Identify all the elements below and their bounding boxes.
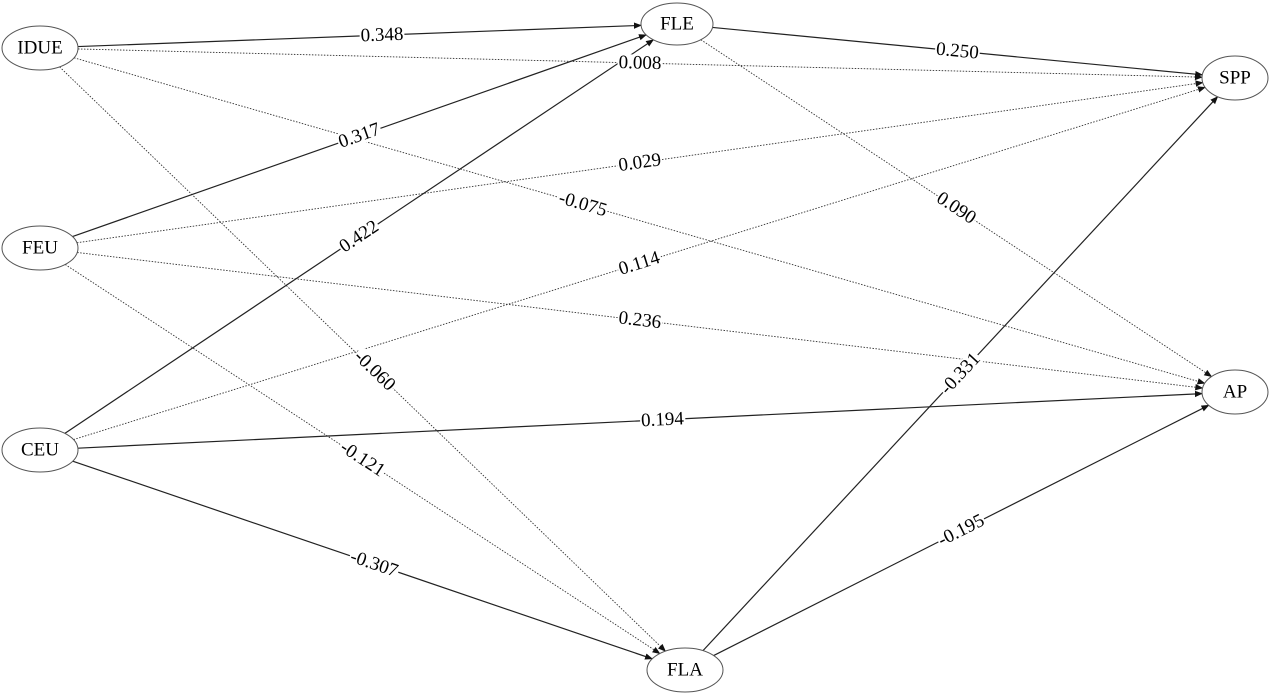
edge-coefficient-label: 0.250 bbox=[935, 39, 980, 64]
edge-coefficient-label: -0.060 bbox=[350, 346, 400, 395]
node-ellipse bbox=[1201, 55, 1269, 101]
edge-label-background bbox=[934, 40, 981, 62]
edge-label-background bbox=[359, 25, 405, 45]
edge-label-group-ceu-fle: 0.422 bbox=[335, 216, 383, 257]
edge-label-background bbox=[934, 511, 988, 550]
edge-label-background bbox=[335, 120, 384, 152]
edge-labels-layer: 0.348 0.008 -0.075 -0.060 0.317 0.029 0.236 -0.… bbox=[335, 24, 988, 582]
edge-label-group-ceu-spp: 0.114 bbox=[615, 247, 664, 280]
edge-coefficient-label: 0.194 bbox=[641, 408, 685, 431]
edge-coefficient-label: -0.195 bbox=[935, 510, 988, 551]
edge-label-group-feu-ap: 0.236 bbox=[616, 307, 664, 333]
node-idue: IDUE bbox=[1, 25, 79, 71]
edge-label-background bbox=[555, 189, 610, 220]
node-fla: FLA bbox=[646, 647, 724, 693]
edge-label-background bbox=[347, 547, 402, 581]
edge-coefficient-label: 0.317 bbox=[336, 119, 383, 153]
edge-label-background bbox=[617, 54, 663, 73]
node-ellipse bbox=[1, 427, 79, 473]
edge-label-group-ceu-ap: 0.194 bbox=[639, 408, 686, 431]
edge-feu-to-spp bbox=[76, 80, 1204, 244]
edge-label-group-idue-fle: 0.348 bbox=[359, 24, 405, 47]
edge-label-group-idue-spp: 0.008 bbox=[617, 52, 663, 74]
edge-ceu-to-spp bbox=[73, 86, 1206, 441]
edge-coefficient-label: 0.236 bbox=[617, 307, 662, 333]
edge-coefficient-label: -0.331 bbox=[936, 349, 985, 399]
edge-label-group-ceu-fla: -0.307 bbox=[347, 546, 402, 582]
edge-label-background bbox=[639, 410, 686, 430]
edge-label-background bbox=[335, 217, 383, 257]
node-ap: AP bbox=[1201, 369, 1269, 415]
edge-label-background bbox=[616, 309, 664, 332]
edge-label-group-feu-spp: 0.029 bbox=[616, 149, 664, 176]
node-label: SPP bbox=[1219, 68, 1251, 89]
edge-label-background bbox=[350, 346, 399, 395]
node-fle: FLE bbox=[640, 2, 714, 46]
edge-label-group-feu-fle: 0.317 bbox=[335, 119, 384, 153]
edge-label-background bbox=[616, 151, 664, 175]
edge-label-group-feu-fla: -0.121 bbox=[336, 437, 389, 481]
edge-label-group-idue-fla: -0.060 bbox=[350, 346, 400, 395]
edge-ceu-to-ap bbox=[77, 390, 1203, 449]
edge-label-group-fle-ap: 0.090 bbox=[932, 188, 980, 229]
edge-coefficient-label: 0.008 bbox=[618, 52, 661, 74]
node-feu: FEU bbox=[1, 225, 79, 271]
edge-coefficient-label: -0.121 bbox=[336, 437, 389, 481]
node-ceu: CEU bbox=[1, 427, 79, 473]
edge-label-background bbox=[336, 437, 389, 481]
node-ellipse bbox=[1201, 369, 1269, 415]
edge-label-group-fla-ap: -0.195 bbox=[934, 510, 988, 551]
edge-coefficient-label: 0.029 bbox=[617, 149, 662, 176]
node-spp: SPP bbox=[1201, 55, 1269, 101]
edge-coefficient-label: 0.114 bbox=[616, 247, 663, 280]
edge-coefficient-label: -0.075 bbox=[556, 187, 609, 221]
edge-coefficient-label: 0.348 bbox=[360, 24, 404, 47]
node-ellipse bbox=[1, 225, 79, 271]
edge-label-background bbox=[615, 248, 664, 279]
node-ellipse bbox=[640, 2, 714, 46]
node-ellipse bbox=[646, 647, 724, 693]
node-label: FLA bbox=[667, 660, 703, 681]
node-label: FLE bbox=[660, 14, 694, 35]
node-label: AP bbox=[1223, 382, 1247, 403]
edge-label-group-idue-ap: -0.075 bbox=[555, 187, 610, 221]
edge-idue-to-fle bbox=[77, 22, 642, 48]
edge-coefficient-label: -0.307 bbox=[347, 546, 400, 582]
edge-label-background bbox=[936, 349, 984, 399]
node-label: FEU bbox=[22, 238, 58, 259]
node-label: IDUE bbox=[17, 38, 62, 59]
node-label: CEU bbox=[21, 440, 59, 461]
edge-label-group-fla-spp: -0.331 bbox=[936, 349, 985, 399]
node-ellipse bbox=[1, 25, 79, 71]
edge-idue-to-ap bbox=[73, 57, 1206, 385]
edges-layer bbox=[59, 22, 1219, 660]
edge-label-background bbox=[932, 188, 980, 228]
edge-label-group-fle-spp: 0.250 bbox=[934, 39, 981, 64]
